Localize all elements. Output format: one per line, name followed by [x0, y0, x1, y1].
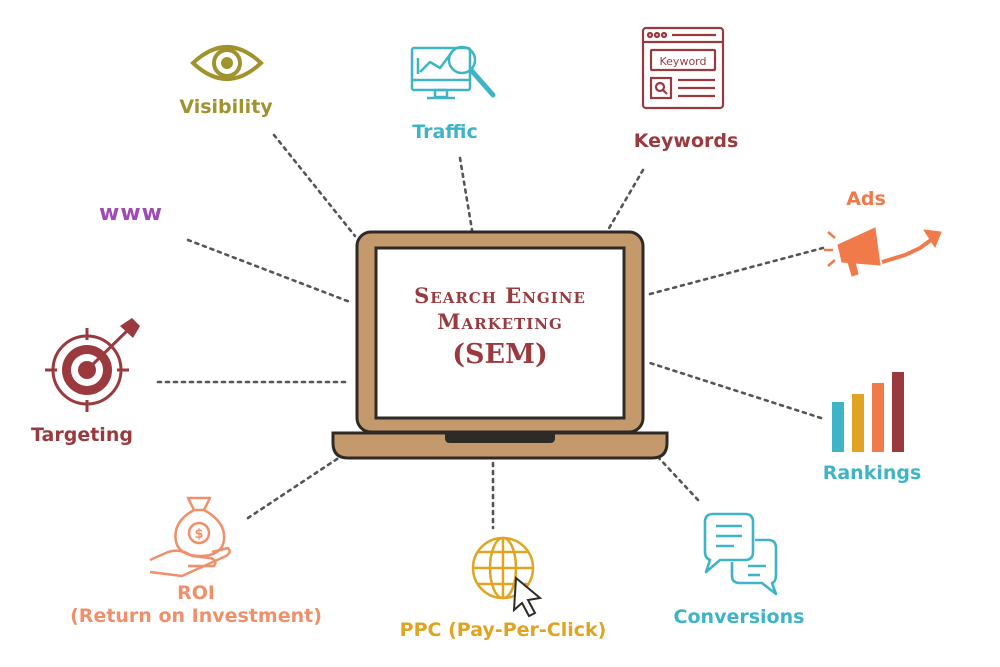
roi-label-sub: (Return on Investment): [70, 604, 322, 627]
connector-ads: [648, 246, 825, 296]
money-bag-hand-icon: $: [149, 496, 231, 578]
traffic-label: Traffic: [412, 121, 478, 143]
center-title: Search Engine Marketing (SEM): [375, 283, 625, 371]
rankings-label: Rankings: [822, 462, 922, 484]
visibility-label: Visibility: [179, 96, 273, 118]
keyword-browser-icon: [641, 26, 725, 110]
connector-www: [186, 238, 352, 304]
www-label: www: [99, 201, 163, 226]
roi-label: ROI (Return on Investment): [70, 582, 322, 628]
connector-roi: [246, 455, 342, 520]
keyword-box-text: Keyword: [660, 55, 707, 68]
laptop-icon: [331, 230, 669, 460]
connector-visibility: [272, 133, 357, 238]
center-title-line3: (SEM): [452, 338, 548, 370]
connector-traffic: [458, 156, 474, 232]
chat-bubbles-icon: [703, 512, 778, 596]
globe-cursor-icon: [471, 536, 543, 618]
connector-conversions: [656, 455, 700, 502]
eye-icon: [190, 45, 264, 81]
ads-label: Ads: [846, 188, 886, 210]
center-title-line1: Search Engine: [414, 283, 586, 308]
analytics-monitor-icon: [410, 45, 496, 100]
connector-rankings: [648, 361, 823, 420]
bar-chart-icon: [832, 372, 904, 452]
roi-label-main: ROI: [177, 582, 215, 604]
connectors: [156, 133, 825, 530]
targeting-label: Targeting: [31, 424, 133, 446]
ppc-label: PPC (Pay-Per-Click): [399, 619, 607, 641]
center-title-line2: Marketing: [437, 309, 563, 335]
svg-text:$: $: [194, 527, 203, 542]
connector-keywords: [606, 168, 645, 232]
target-icon: [45, 318, 140, 412]
conversions-label: Conversions: [673, 606, 805, 628]
megaphone-icon: [824, 227, 942, 277]
keywords-label: Keywords: [633, 130, 739, 152]
